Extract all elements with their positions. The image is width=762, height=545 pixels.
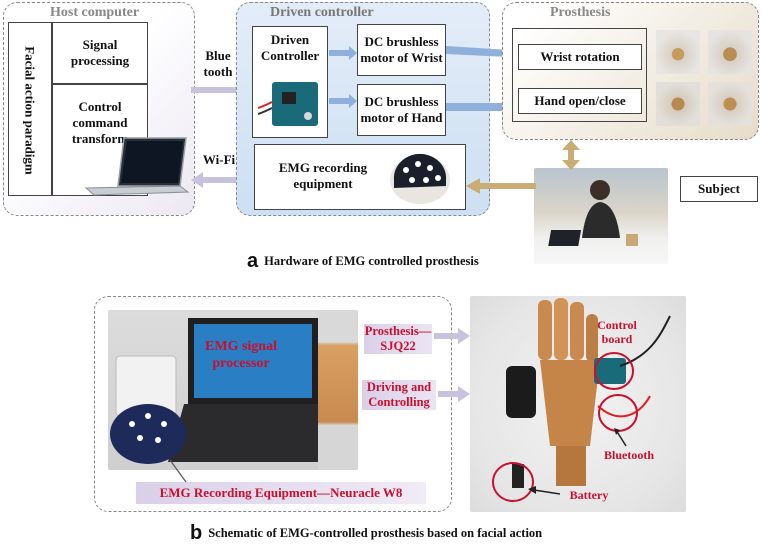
- prosthesis-photo-3: [656, 82, 700, 126]
- driving-controlling-label: Driving and Controlling: [362, 380, 436, 410]
- hand-open-close-box: Hand open/close: [518, 88, 642, 114]
- bluetooth-pointer: [614, 428, 627, 447]
- subject-box: Subject: [680, 176, 758, 202]
- controller-label: Driven Controller: [260, 32, 320, 63]
- hand-command-arrow: [446, 98, 524, 116]
- prosthesis-functions-box: [512, 28, 647, 122]
- laptop-image: [84, 137, 190, 196]
- control-board-highlight: [594, 352, 634, 390]
- bluetooth-link-label: Blue tooth: [203, 48, 233, 79]
- prosthesis-photo-4: [708, 82, 752, 126]
- emg-processor-label: EMG signal processor: [196, 338, 286, 372]
- wrist-command-arrow: [446, 44, 524, 62]
- caption-b-text: Schematic of EMG-controlled prosthesis b…: [208, 526, 543, 540]
- driven-controller-title: Driven controller: [270, 5, 374, 20]
- wifi-link-label: Wi-Fi: [202, 152, 236, 167]
- caption-a-text: Hardware of EMG controlled prosthesis: [264, 254, 479, 268]
- wifi-arrow: [191, 172, 251, 188]
- prosthesis-photo-2: [708, 30, 752, 74]
- caption-a-letter: a: [247, 250, 259, 272]
- emg-equipment-label: EMG recording equipment: [278, 160, 368, 191]
- setup-prosthesis-photo: [318, 310, 358, 470]
- caption-a: a Hardware of EMG controlled prosthesis: [247, 250, 479, 273]
- setup-photo: [108, 310, 358, 470]
- subject-to-emg-arrow: [466, 178, 536, 194]
- paradigm-box: [8, 22, 52, 196]
- battery-label: Battery: [569, 488, 609, 502]
- caption-b-letter: b: [190, 522, 203, 544]
- prosthesis-sjq22-label: Prosthesis—SJQ22: [364, 324, 432, 354]
- controller-to-wrist-arrow: [329, 46, 357, 60]
- subject-photo: [534, 168, 668, 264]
- signal-processing-box: Signal processing: [52, 22, 148, 84]
- prosthesis-link-arrow: [434, 328, 470, 344]
- equipment-pointer-line: [169, 459, 187, 483]
- prosthesis-photo-1: [656, 30, 700, 74]
- prosthesis-title: Prosthesis: [550, 5, 611, 20]
- control-board-label: Control board: [597, 318, 637, 346]
- emg-cap-image: [390, 153, 450, 204]
- battery-pointer: [528, 486, 561, 495]
- subject-to-prosthesis-arrow: [562, 140, 580, 170]
- driving-link-arrow: [438, 386, 470, 402]
- bluetooth-arrow: [191, 82, 249, 98]
- hardware-photo: [470, 296, 686, 512]
- host-computer-title: Host computer: [50, 5, 140, 20]
- emg-recording-equipment-label: EMG Recording Equipment—Neuracle W8: [136, 482, 426, 504]
- bluetooth-label: Bluetooth: [603, 448, 654, 462]
- panel-b-frame: [94, 296, 452, 512]
- battery-highlight: [492, 462, 534, 502]
- motor-wrist-box: DC brushless motor of Wrist: [357, 24, 446, 76]
- motor-hand-box: DC brushless motor of Hand: [357, 84, 446, 136]
- caption-b: b Schematic of EMG-controlled prosthesis …: [190, 522, 542, 545]
- circuit-board-image: [258, 82, 318, 126]
- controller-to-hand-arrow: [329, 94, 357, 108]
- paradigm-label: Facial action paradigm: [22, 46, 38, 175]
- wrist-rotation-box: Wrist rotation: [518, 44, 642, 70]
